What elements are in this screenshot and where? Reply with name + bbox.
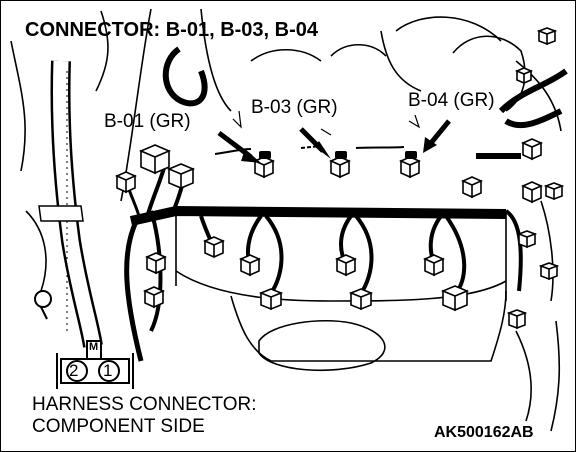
leader-ticks xyxy=(232,110,421,136)
main-harness xyxy=(124,160,523,362)
callout-arrows xyxy=(217,119,451,163)
connector-cluster-right xyxy=(461,27,565,330)
diagram-title: CONNECTOR: B-01, B-03, B-04 xyxy=(25,19,319,41)
connector-row-bottom xyxy=(239,254,470,312)
upper-harness-wires xyxy=(162,46,568,159)
harness-connector-symbol xyxy=(56,340,134,389)
connector-b01 xyxy=(253,156,275,179)
left-hose xyxy=(38,60,103,348)
connector-b03 xyxy=(329,156,351,179)
connector-cluster-left xyxy=(115,144,225,309)
pin-2-label: 2 xyxy=(69,361,79,380)
connector-marker-label: M xyxy=(89,341,99,353)
connector-b04 xyxy=(399,156,421,179)
ground-terminal xyxy=(34,290,52,320)
engine-outline xyxy=(10,8,562,432)
injector-wires xyxy=(214,145,405,155)
callout-b04-label: B-04 (GR) xyxy=(408,90,495,111)
pin-1-label: 1 xyxy=(103,361,113,380)
callout-b01-label: B-01 (GR) xyxy=(104,111,191,132)
harness-connectors xyxy=(115,27,565,330)
callout-b03-label: B-03 (GR) xyxy=(251,97,338,118)
caption-line-1: HARNESS CONNECTOR: xyxy=(32,394,257,415)
caption-line-2: COMPONENT SIDE xyxy=(32,416,205,437)
branch-wires xyxy=(199,214,467,298)
figure-id: AK500162AB xyxy=(434,424,534,441)
connector-caps xyxy=(259,151,417,159)
